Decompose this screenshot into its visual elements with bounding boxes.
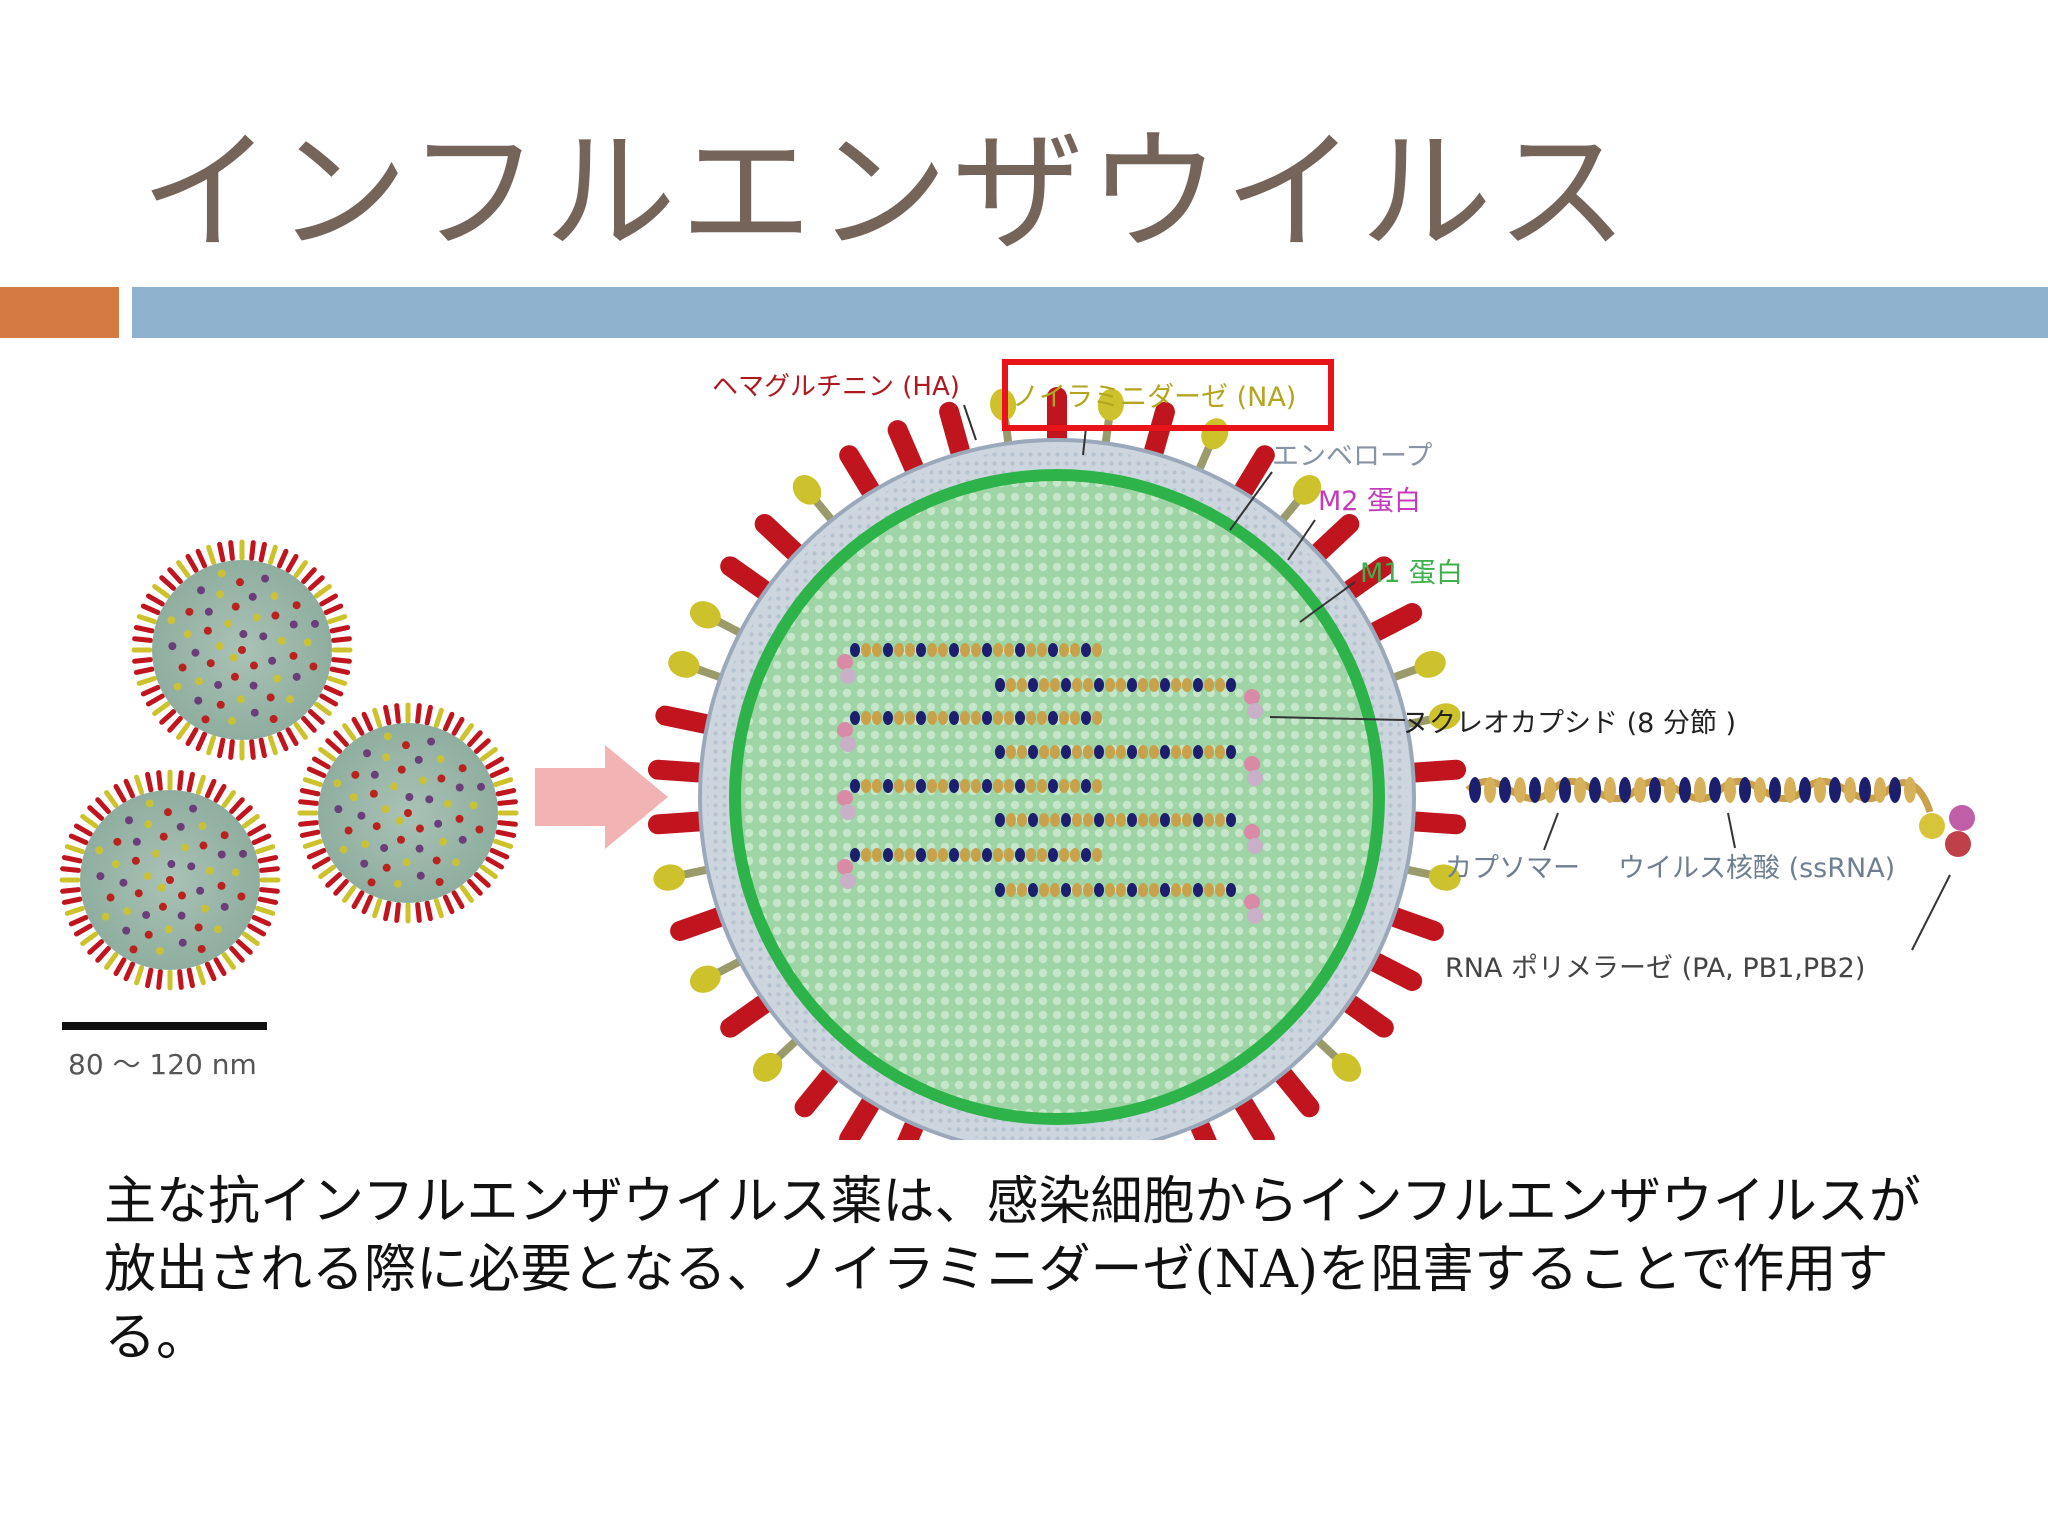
ha-spike [1406,759,1467,783]
ha-spike [887,420,924,477]
ha-spike [1366,602,1423,642]
ha-spike [1366,952,1423,992]
ha-spike [647,759,708,783]
scale-bar-label: 80 ～ 120 nm [68,1048,257,1081]
ha-spike [1144,401,1175,461]
nucleocapsid-segment [995,883,1263,924]
label-rna-polymerase: RNA ポリメラーゼ (PA, PB1,PB2) [1445,953,1865,984]
ha-spike [754,513,804,562]
ha-spike [1190,1117,1227,1140]
small-virion [297,702,519,924]
nucleocapsid-segments [837,643,1263,924]
nucleocapsid-segment [995,813,1263,854]
ha-spike [655,705,715,734]
label-envelope: エンベロープ [1272,441,1432,472]
ha-spike [1047,387,1067,447]
ha-spike [1310,513,1360,562]
ha-spike [720,994,773,1038]
accent-bar-blue [132,287,2048,338]
virion-cross-section [647,387,1467,1140]
nucleocapsid-segment [837,779,1102,820]
label-nucleocapsid: ヌクレオカプシド (8 分節 ) [1402,708,1736,739]
ha-spike [720,556,773,600]
ha-spike [1406,811,1467,835]
arrow-shape [535,745,668,849]
label-hemagglutinin: ヘマグルチニン (HA) [712,372,960,402]
small-virion [131,539,353,761]
small-virion [59,769,281,991]
nucleocapsid-segment [837,848,1102,889]
na-highlight-box [1002,359,1334,431]
rnp-helix-detail [1465,777,1975,857]
label-viral-rna: ウイルス核酸 (ssRNA) [1618,853,1895,884]
influenza-virus-diagram: 80 ～ 120 nm ヘマグルチニン (HA) ノイラミニダーゼ (NA) エ… [59,359,1975,1140]
label-capsomer: カプソマー [1445,853,1580,884]
ha-spike [1234,445,1275,500]
na-spike [653,864,716,891]
ha-spike [1274,1066,1320,1118]
nucleocapsid-segment [995,745,1263,786]
ha-spike [839,445,880,500]
ha-spike [670,907,728,941]
slide-title: インフルエンザウイルス [140,116,1633,270]
ha-spike [839,1094,880,1140]
ha-spike [647,811,708,835]
nucleocapsid-segment [837,643,1102,684]
ha-spike [1341,994,1394,1038]
accent-bar-orange [0,287,119,338]
label-m1-protein: M1 蛋白 [1360,558,1463,589]
ha-spike [887,1117,924,1140]
scale-bar [62,1022,267,1030]
ha-spike [1234,1094,1275,1140]
label-m2-protein: M2 蛋白 [1318,486,1421,517]
na-spike [1398,703,1461,730]
surface-spikes [647,387,1467,1140]
body-text: 主な抗インフルエンザウイルス薬は、感染細胞からインフルエンザウイルスが放出される… [104,1172,1921,1368]
ha-spike [794,1066,840,1118]
nucleocapsid-segment [995,678,1263,719]
ha-spike [1341,556,1394,600]
small-virion-group [59,539,519,991]
na-spike [1398,864,1461,891]
ha-spike [939,401,970,461]
nucleocapsid-segment [837,711,1102,752]
ha-spike [1386,907,1444,941]
label-neuraminidase: ノイラミニダーゼ (NA) [1012,382,1296,413]
